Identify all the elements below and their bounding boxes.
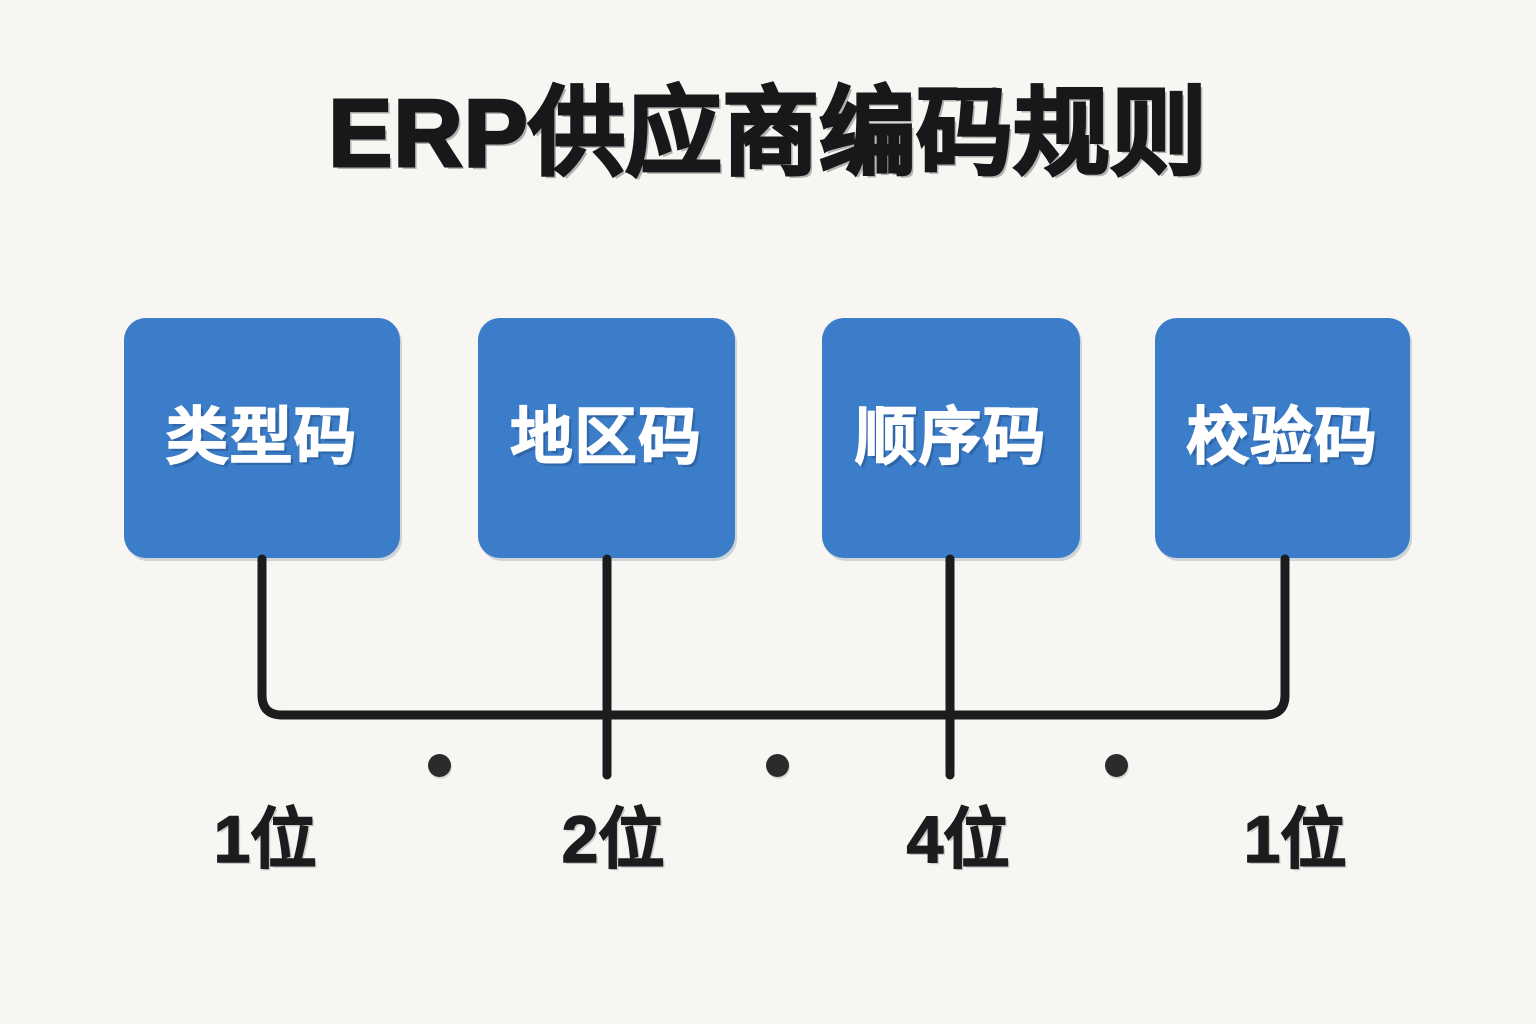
segment-box-sequence-code[interactable]: 顺序码 <box>822 318 1080 558</box>
separator-dot-icon-2 <box>766 754 789 777</box>
segment-label-check-code: 校验码 <box>1186 403 1379 473</box>
page-title: ERP供应商编码规则 <box>327 79 1208 189</box>
segment-box-region-code[interactable]: 地区码 <box>478 318 735 558</box>
separator-dot-icon-3 <box>1105 754 1128 777</box>
length-label-type-code: 1位 <box>213 801 317 876</box>
separator-dot-icon-1 <box>428 754 451 777</box>
segment-label-region-code: 地区码 <box>510 403 703 473</box>
segment-label-type-code: 类型码 <box>165 403 358 473</box>
segment-label-sequence-code: 顺序码 <box>854 403 1047 473</box>
connector-outer-rail <box>257 554 1290 720</box>
length-label-row: 1位 2位 4位 1位 <box>0 793 1536 889</box>
segment-row: 类型码 地区码 顺序码 校验码 <box>0 318 1536 777</box>
segment-box-check-code[interactable]: 校验码 <box>1155 318 1410 558</box>
length-label-region-code: 2位 <box>561 801 665 876</box>
connector-bracket <box>257 554 1290 780</box>
length-label-check-code: 1位 <box>1243 801 1347 876</box>
segment-box-type-code[interactable]: 类型码 <box>124 318 400 558</box>
length-label-sequence-code: 4位 <box>906 801 1010 876</box>
